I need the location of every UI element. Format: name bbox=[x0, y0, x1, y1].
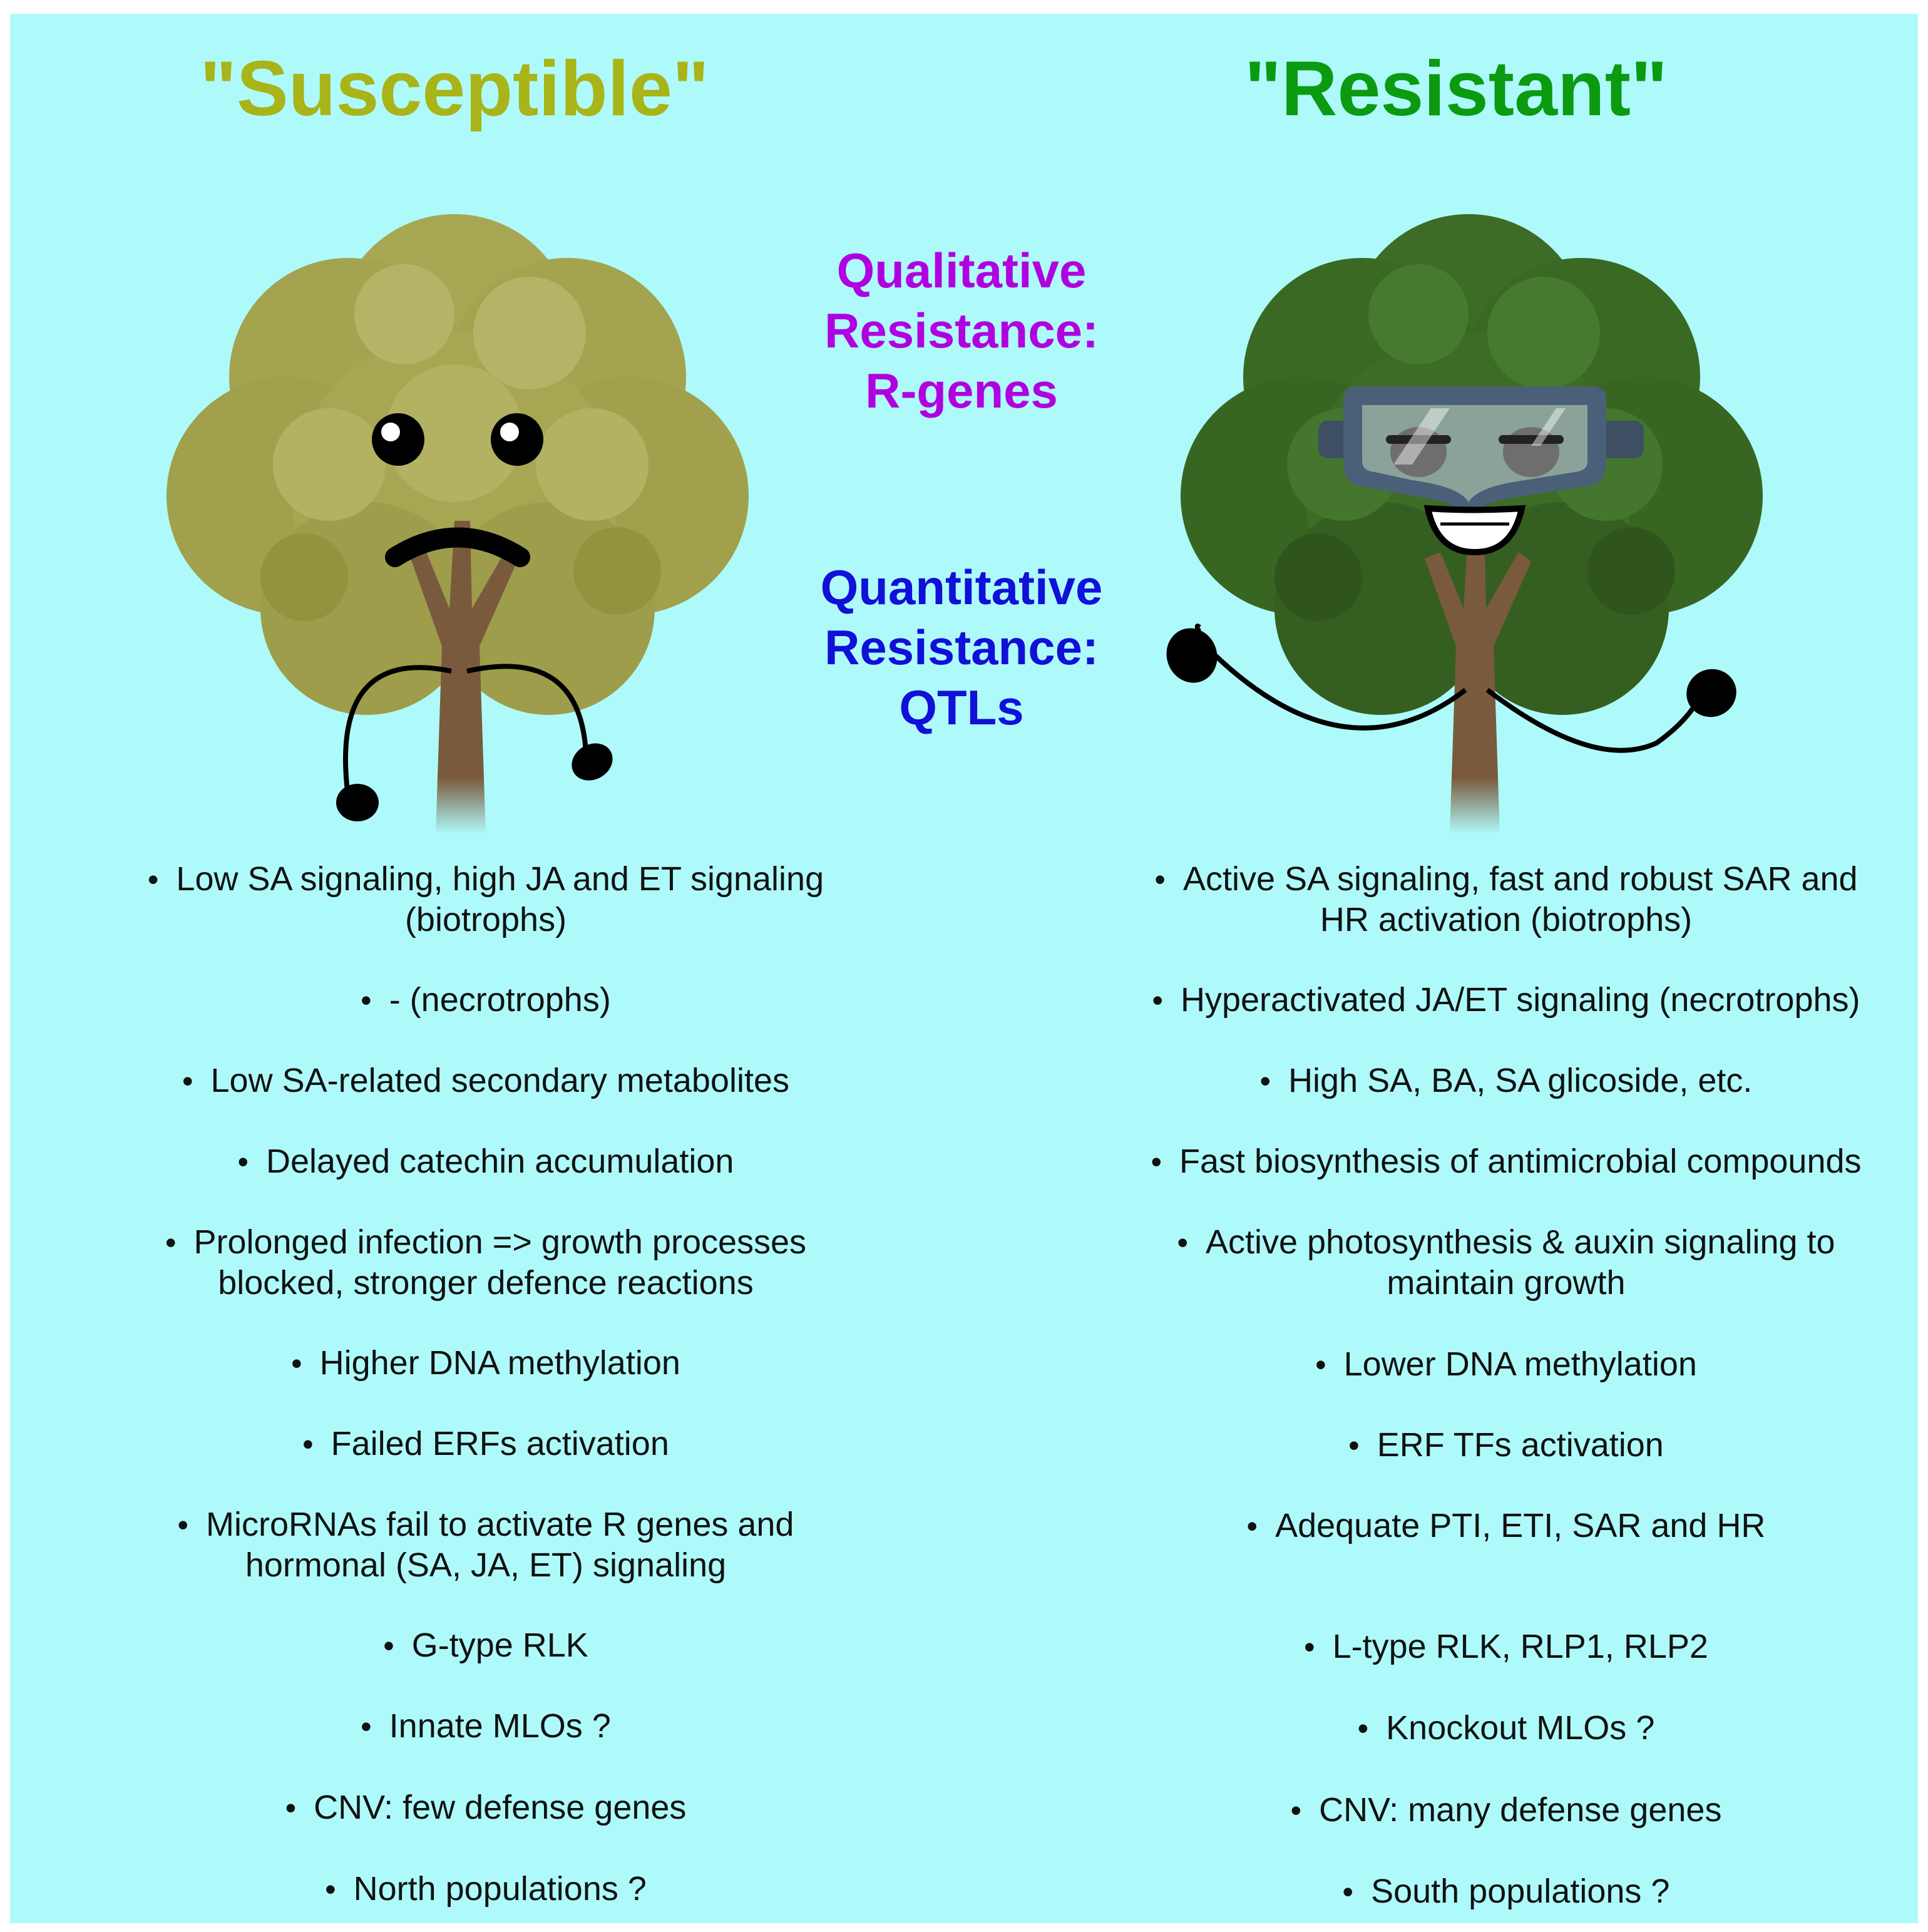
qualitative-line-1: Qualitative bbox=[836, 243, 1087, 298]
resistant-item-text: Lower DNA methylation bbox=[1343, 1345, 1697, 1383]
susceptible-item: • Delayed catechin accumulation bbox=[79, 1141, 893, 1182]
bullet-icon: • bbox=[1357, 1711, 1369, 1746]
susceptible-item-text: CNV: few defense genes bbox=[314, 1789, 687, 1826]
happy-tree-with-goggles-icon bbox=[1166, 214, 1763, 834]
susceptible-item-text: Innate MLOs ? bbox=[389, 1707, 611, 1745]
bullet-icon: • bbox=[1342, 1874, 1354, 1909]
resistant-item-text: Adequate PTI, ETI, SAR and HR bbox=[1275, 1507, 1766, 1544]
susceptible-traits-list: • Low SA signaling, high JA and ET signal… bbox=[79, 859, 893, 1923]
susceptible-item: • G-type RLK bbox=[79, 1625, 893, 1666]
bullet-icon: • bbox=[1259, 1064, 1271, 1099]
qualitative-resistance-label: Qualitative Resistance: R-genes bbox=[742, 240, 1181, 421]
bullet-icon: • bbox=[1177, 1225, 1188, 1260]
quantitative-line-1: Quantitative bbox=[820, 560, 1103, 615]
bullet-icon: • bbox=[361, 1709, 372, 1744]
susceptible-item-text: Higher DNA methylation bbox=[319, 1344, 680, 1382]
bullet-icon: • bbox=[147, 862, 159, 897]
susceptible-item: • Failed ERFs activation bbox=[79, 1424, 893, 1464]
smile bbox=[1423, 505, 1526, 556]
resistant-item-text: Knockout MLOs ? bbox=[1386, 1709, 1655, 1747]
susceptible-item-text: - (necrotrophs) bbox=[389, 981, 611, 1019]
susceptible-item-text: blocked, stronger defence reactions bbox=[218, 1264, 754, 1302]
bullet-icon: • bbox=[1152, 983, 1163, 1018]
bullet-icon: • bbox=[325, 1872, 336, 1907]
bullet-icon: • bbox=[165, 1225, 177, 1260]
bullet-icon: • bbox=[177, 1508, 189, 1543]
bullet-icon: • bbox=[1246, 1509, 1258, 1544]
susceptible-item: • Innate MLOs ? bbox=[79, 1706, 893, 1747]
susceptible-item-text: North populations ? bbox=[353, 1870, 647, 1908]
susceptible-item-text: Low SA signaling, high JA and ET signali… bbox=[176, 860, 824, 898]
resistant-traits-list: • Active SA signaling, fast and robust SA… bbox=[1074, 859, 1928, 1923]
susceptible-item-text: MicroRNAs fail to activate R genes and bbox=[206, 1506, 794, 1543]
resistant-item: • Active photosynthesis & auxin signaling… bbox=[1074, 1222, 1928, 1303]
susceptible-item-text: (biotrophs) bbox=[404, 901, 567, 938]
susceptible-item: • Low SA-related secondary metabolites bbox=[79, 1061, 893, 1101]
qualitative-line-3: R-genes bbox=[865, 363, 1058, 418]
susceptible-item-text: Prolonged infection => growth processes bbox=[193, 1223, 807, 1261]
susceptible-item: • - (necrotrophs) bbox=[79, 980, 893, 1020]
resistant-item: • Hyperactivated JA/ET signaling (necrotr… bbox=[1074, 980, 1928, 1020]
resistant-item-text: ERF TFs activation bbox=[1377, 1426, 1664, 1464]
susceptible-item-text: hormonal (SA, JA, ET) signaling bbox=[245, 1546, 727, 1584]
resistant-item: • L-type RLK, RLP1, RLP2 bbox=[1074, 1626, 1928, 1667]
susceptible-foliage bbox=[167, 214, 749, 715]
bullet-icon: • bbox=[1315, 1347, 1326, 1382]
bullet-icon: • bbox=[237, 1144, 249, 1179]
resistant-item-text: Hyperactivated JA/ET signaling (necrotro… bbox=[1181, 981, 1860, 1019]
bullet-icon: • bbox=[1290, 1793, 1302, 1828]
resistant-item-text: South populations ? bbox=[1371, 1873, 1670, 1910]
resistant-item: • Lower DNA methylation bbox=[1074, 1344, 1928, 1385]
susceptible-title: "Susceptible" bbox=[200, 46, 709, 132]
susceptible-item-text: Delayed catechin accumulation bbox=[266, 1143, 734, 1180]
resistant-item: • CNV: many defense genes bbox=[1074, 1790, 1928, 1831]
resistant-item: • Adequate PTI, ETI, SAR and HR bbox=[1074, 1506, 1928, 1546]
susceptible-item: • Low SA signaling, high JA and ET signal… bbox=[79, 859, 893, 940]
resistant-item-text: Active SA signaling, fast and robust SAR… bbox=[1182, 860, 1858, 898]
qualitative-line-2: Resistance: bbox=[824, 303, 1099, 358]
quantitative-line-3: QTLs bbox=[899, 680, 1024, 735]
resistant-item-text: Active photosynthesis & auxin signaling … bbox=[1205, 1223, 1835, 1261]
susceptible-item: • North populations ? bbox=[79, 1869, 893, 1909]
resistant-item: • South populations ? bbox=[1074, 1871, 1928, 1912]
susceptible-item: • CNV: few defense genes bbox=[79, 1787, 893, 1828]
resistant-item: • ERF TFs activation bbox=[1074, 1425, 1928, 1466]
bullet-icon: • bbox=[1151, 1144, 1162, 1179]
resistant-title: "Resistant" bbox=[1244, 46, 1668, 132]
susceptible-item-text: Failed ERFs activation bbox=[331, 1425, 669, 1462]
diagram-panel: "Susceptible" "Resistant" Qualitative Re… bbox=[10, 14, 1918, 1923]
bullet-icon: • bbox=[383, 1628, 394, 1663]
resistant-item: • High SA, BA, SA glicoside, etc. bbox=[1074, 1061, 1928, 1101]
quantitative-resistance-label: Quantitative Resistance: QTLs bbox=[742, 557, 1181, 737]
susceptible-trunk bbox=[411, 521, 517, 834]
bullet-icon: • bbox=[1348, 1428, 1360, 1463]
bullet-icon: • bbox=[182, 1064, 193, 1099]
resistant-item-text: maintain growth bbox=[1387, 1264, 1626, 1302]
resistant-item-text: L-type RLK, RLP1, RLP2 bbox=[1332, 1628, 1708, 1665]
bullet-icon: • bbox=[285, 1791, 297, 1826]
susceptible-item-text: G-type RLK bbox=[411, 1626, 588, 1664]
resistant-item: • Knockout MLOs ? bbox=[1074, 1708, 1928, 1749]
susceptible-item: • Prolonged infection => growth processes… bbox=[79, 1222, 893, 1303]
bullet-icon: • bbox=[1304, 1630, 1315, 1665]
resistant-item-text: HR activation (biotrophs) bbox=[1320, 901, 1693, 938]
sad-mouth bbox=[385, 527, 530, 567]
resistant-item: • Fast biosynthesis of antimicrobial comp… bbox=[1074, 1141, 1928, 1182]
resistant-item-text: Fast biosynthesis of antimicrobial compo… bbox=[1179, 1143, 1862, 1180]
bullet-icon: • bbox=[302, 1427, 314, 1462]
quantitative-line-2: Resistance: bbox=[824, 620, 1099, 675]
susceptible-item: • Higher DNA methylation bbox=[79, 1343, 893, 1384]
resistant-item: • Active SA signaling, fast and robust SA… bbox=[1074, 859, 1928, 940]
bullet-icon: • bbox=[291, 1346, 302, 1381]
bullet-icon: • bbox=[1154, 862, 1166, 897]
sad-tree-icon bbox=[167, 214, 749, 834]
goggles-icon bbox=[1318, 386, 1644, 521]
resistant-item-text: CNV: many defense genes bbox=[1319, 1791, 1722, 1829]
susceptible-item-text: Low SA-related secondary metabolites bbox=[210, 1062, 790, 1099]
resistant-trunk bbox=[1425, 521, 1531, 834]
bullet-icon: • bbox=[361, 983, 372, 1018]
resistant-item-text: High SA, BA, SA glicoside, etc. bbox=[1288, 1062, 1753, 1099]
